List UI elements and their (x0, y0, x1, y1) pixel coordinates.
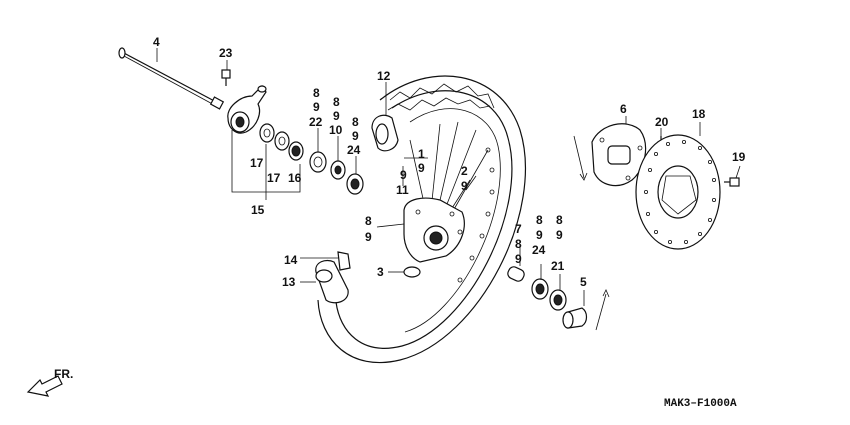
rim-band-13 (315, 259, 349, 304)
callout-8g: 8 (556, 213, 563, 227)
wheel-hub (403, 197, 465, 263)
disc-holes (644, 139, 717, 244)
callout-9j: 9 (556, 228, 563, 242)
callout-labels: 4 23 12 8 9 22 8 9 10 8 9 24 1 9 9 11 2 … (153, 35, 746, 289)
callout-8d: 8 (365, 214, 372, 228)
callout-22: 22 (309, 115, 323, 129)
front-direction-arrow: FR. (26, 367, 73, 397)
callout-9e: 9 (400, 168, 407, 182)
valve-14 (337, 251, 351, 271)
callout-9g: 9 (365, 230, 372, 244)
seal-16 (288, 141, 304, 161)
bearing-24a (346, 173, 364, 195)
callout-7: 7 (515, 222, 522, 236)
callout-9c: 9 (352, 129, 359, 143)
callout-9a: 9 (313, 100, 320, 114)
callout-9f: 9 (461, 179, 468, 193)
assembly-arrow-right (595, 289, 610, 331)
front-axle (118, 47, 225, 110)
callout-24b: 24 (532, 243, 546, 257)
bearing-24b (531, 278, 549, 300)
callout-9h: 9 (515, 252, 522, 266)
callout-8f: 8 (536, 213, 543, 227)
callout-5: 5 (580, 275, 587, 289)
callout-18: 18 (692, 107, 706, 121)
disc-adapter-6 (591, 123, 647, 187)
assembly-arrow-left (573, 135, 588, 181)
tire-12 (371, 114, 399, 152)
direction-label: FR. (54, 367, 73, 381)
bolt-23 (221, 69, 231, 86)
callout-13: 13 (282, 275, 296, 289)
seal-22 (309, 151, 327, 173)
callout-23: 23 (219, 46, 233, 60)
collar-10 (330, 160, 346, 180)
callout-19: 19 (732, 150, 746, 164)
washer-17b (274, 131, 290, 151)
speedometer-gearbox (227, 85, 267, 134)
callout-17a: 17 (250, 156, 264, 170)
callout-11: 11 (396, 183, 409, 197)
callout-12: 12 (377, 69, 391, 83)
callout-8b: 8 (333, 95, 340, 109)
callout-2: 2 (461, 164, 468, 178)
callout-1: 1 (418, 147, 425, 161)
front-wheel (317, 75, 526, 364)
callout-20: 20 (655, 115, 669, 129)
callout-8a: 8 (313, 86, 320, 100)
washer-17a (259, 123, 275, 143)
spacer-7 (507, 266, 525, 282)
assembly-bracket-15 (231, 130, 301, 200)
callout-15: 15 (251, 203, 265, 217)
seal-21 (549, 289, 567, 311)
callout-9b: 9 (333, 109, 340, 123)
callout-9d: 9 (418, 161, 425, 175)
callout-24a: 24 (347, 143, 361, 157)
bolt-19 (724, 177, 740, 187)
callout-8c: 8 (352, 115, 359, 129)
callout-3: 3 (377, 265, 384, 279)
callout-16: 16 (288, 171, 302, 185)
callout-21: 21 (551, 259, 565, 273)
callout-6: 6 (620, 102, 627, 116)
callout-9i: 9 (536, 228, 543, 242)
callout-10: 10 (329, 123, 343, 137)
rim-spoke-holes (457, 147, 495, 283)
callout-8e: 8 (515, 237, 522, 251)
collar-5 (562, 307, 588, 329)
leader-lines (156, 48, 741, 306)
callout-17b: 17 (267, 171, 281, 185)
circlip-3 (403, 266, 421, 278)
callout-4: 4 (153, 35, 160, 49)
callout-14: 14 (284, 253, 298, 267)
brake-disc-18 (635, 134, 721, 250)
diagram-code: MAK3–F1000A (664, 398, 737, 410)
